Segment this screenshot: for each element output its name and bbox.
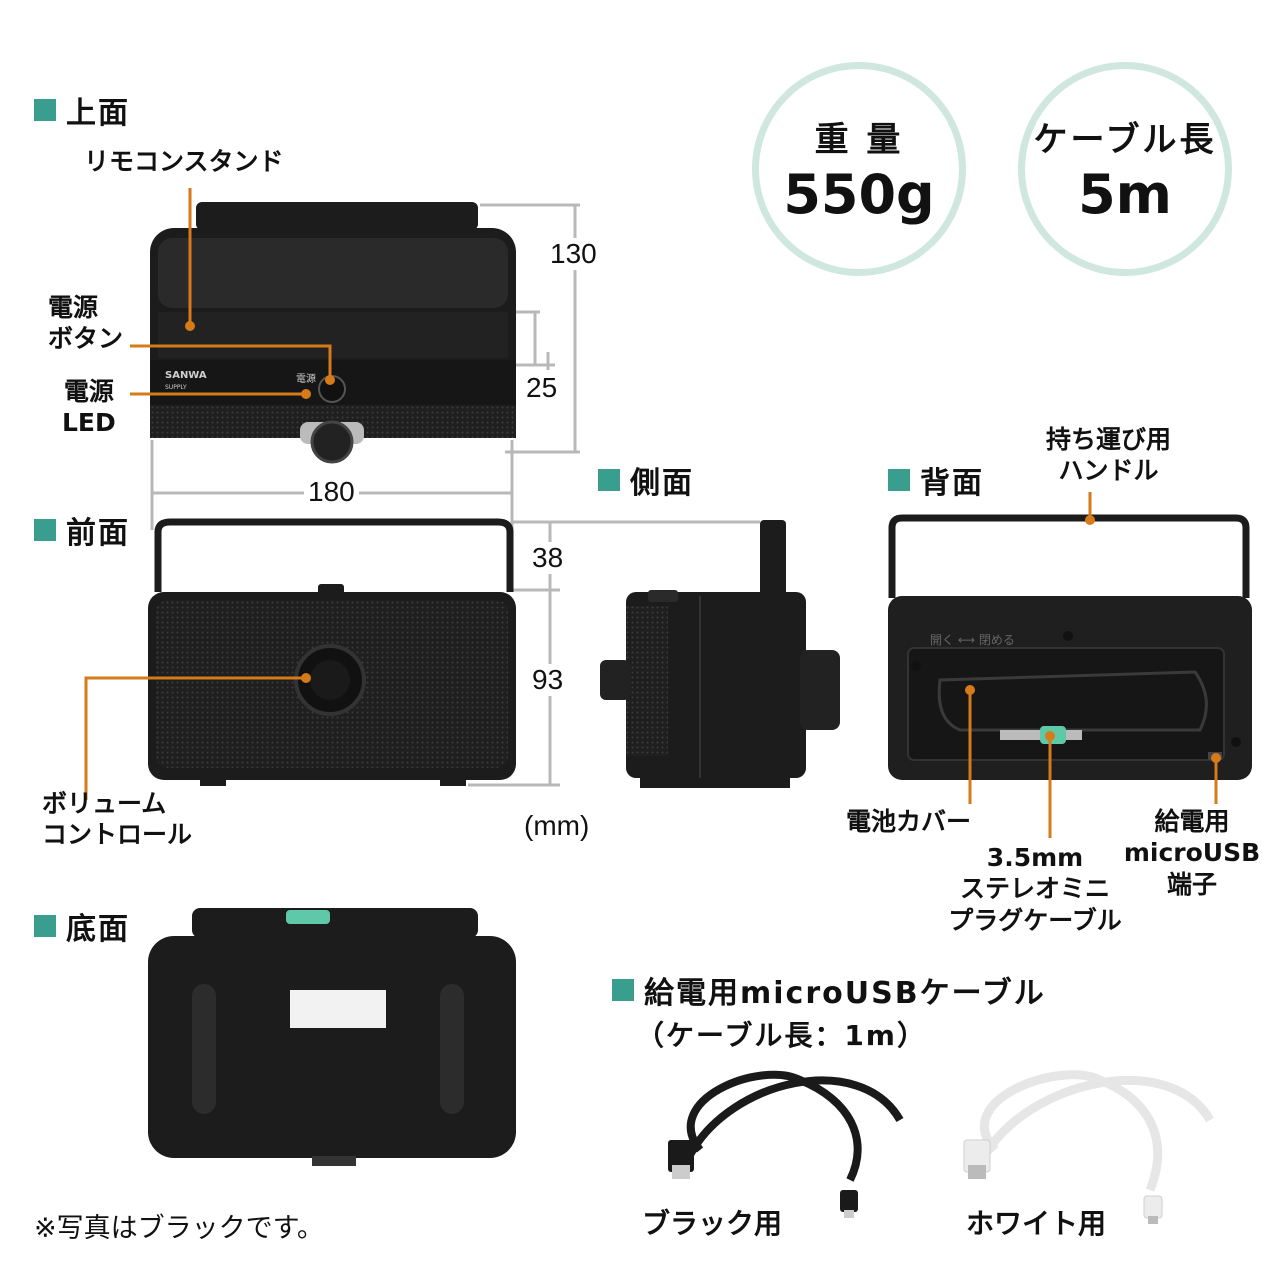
weight-label: 重 量 — [814, 120, 904, 160]
leader-dot — [1045, 731, 1055, 741]
dimension-handle-height: 38 — [528, 542, 568, 574]
brand-print: SANWA — [165, 370, 207, 381]
bullet-square — [34, 519, 56, 541]
section-back-title: 背面 — [888, 458, 984, 502]
white-cable-label: ホワイト用 — [966, 1207, 1107, 1240]
black-usb-cable — [668, 1070, 904, 1218]
dimension-unit: (mm) — [520, 810, 594, 842]
leader-dot — [185, 321, 195, 331]
bottom-view-device — [148, 908, 516, 1166]
dimension-depth: 130 — [546, 238, 601, 270]
usb-cable-length: （ケーブル長：1m） — [636, 1019, 927, 1052]
leader-dot — [301, 389, 311, 399]
black-cable-label: ブラック用 — [642, 1207, 783, 1240]
weight-value: 550g — [783, 163, 935, 226]
section-bottom-title: 底面 — [34, 904, 130, 948]
front-view-device — [148, 518, 516, 786]
bullet-square — [598, 469, 620, 491]
bullet-square — [34, 99, 56, 121]
bullet-square — [612, 979, 634, 1001]
dimension-step: 25 — [522, 372, 562, 404]
brand-sub-print: SUPPLY — [165, 384, 187, 391]
back-open-close-print: 開く ⟷ 閉める — [930, 633, 1015, 647]
cable-length-value: 5m — [1078, 163, 1172, 226]
callout-power-button: 電源ボタン — [48, 293, 124, 354]
section-side-title: 側面 — [598, 458, 694, 502]
callout-leader-lines — [84, 188, 1218, 838]
white-usb-cable — [963, 1070, 1214, 1224]
callout-volume-control: ボリュームコントロール — [42, 789, 193, 850]
bullet-square — [34, 915, 56, 937]
dimension-width: 180 — [304, 476, 359, 508]
weight-circle: 重 量 550g — [752, 62, 966, 276]
callout-carry-handle: 持ち運び用ハンドル — [1046, 425, 1172, 486]
leader-dot — [1085, 515, 1095, 525]
power-mark-print: 電源 — [296, 372, 316, 385]
callout-battery-cover: 電池カバー — [846, 807, 972, 836]
section-top-title: 上面 — [34, 88, 130, 132]
leader-dot — [325, 375, 335, 385]
section-front-title: 前面 — [34, 508, 130, 552]
leader-dot — [1211, 753, 1221, 763]
section-usb-cable-title: 給電用microUSBケーブル — [612, 968, 1046, 1012]
dimension-height: 93 — [528, 664, 568, 696]
leader-dot — [301, 673, 311, 683]
cable-length-label: ケーブル長 — [1033, 120, 1217, 160]
leader-dot — [965, 685, 975, 695]
cable-length-circle: ケーブル長 5m — [1018, 62, 1232, 276]
callout-remote-stand: リモコンスタンド — [84, 147, 284, 176]
side-view-device — [600, 520, 840, 788]
bullet-square — [888, 469, 910, 491]
back-view-device: 開く ⟷ 閉める — [888, 514, 1252, 780]
top-view-device: SANWA SUPPLY 電源 — [150, 202, 516, 464]
photo-note: ※写真はブラックです。 — [34, 1213, 324, 1244]
